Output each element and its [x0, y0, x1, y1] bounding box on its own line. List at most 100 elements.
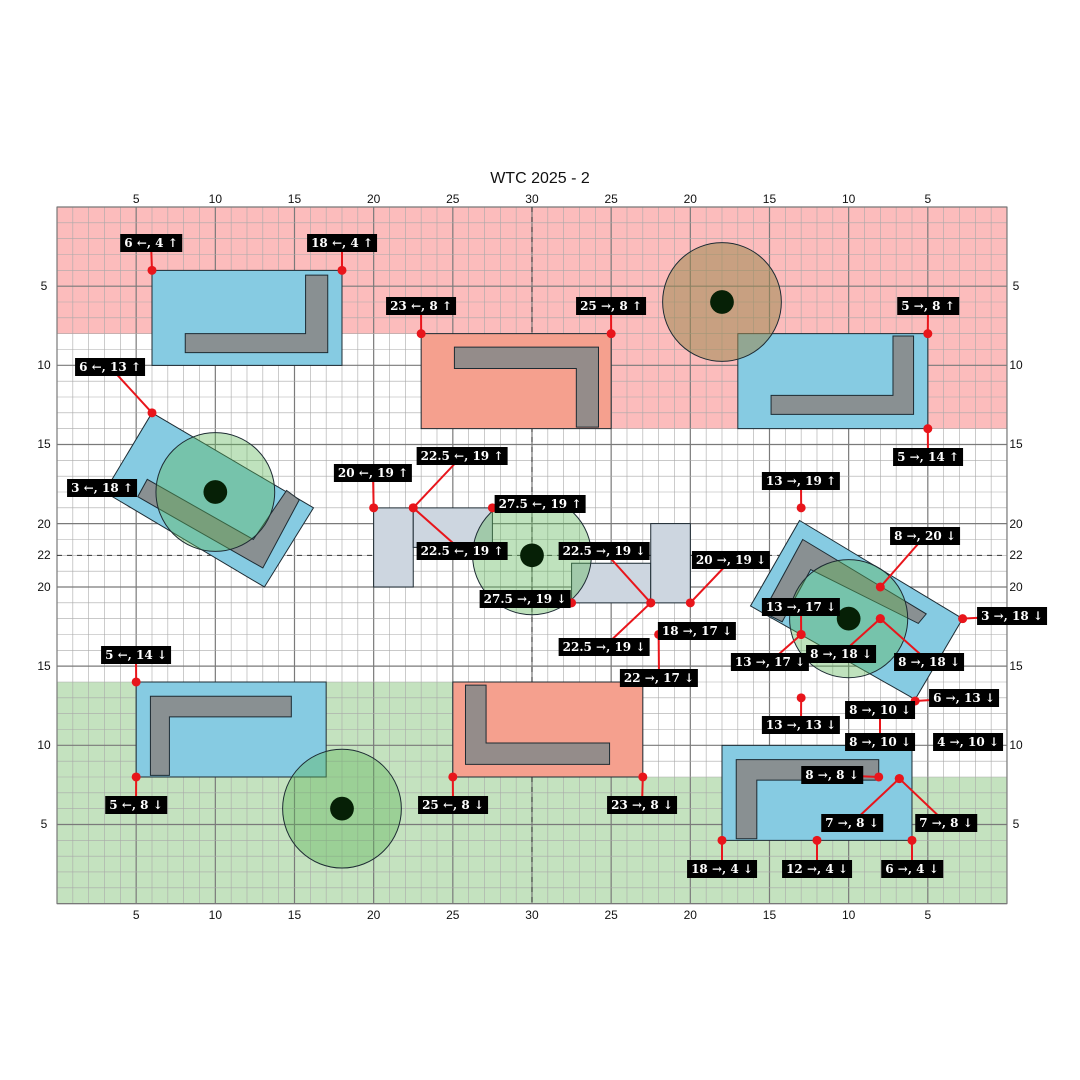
coordinate-label: 12 →, 4 ↓: [782, 860, 852, 878]
l-wall: [453, 346, 599, 428]
coordinate-label: 25 →, 8 ↑: [576, 297, 646, 315]
marker-dot: [812, 835, 822, 845]
coordinate-label: 8 →, 10 ↓: [845, 733, 915, 751]
diagram-title: WTC 2025 - 2: [490, 170, 590, 187]
marker-dot: [958, 614, 968, 624]
axis-tick-label: 25: [604, 908, 618, 922]
axis-tick-label: 15: [1009, 437, 1023, 452]
coordinate-label: 5 →, 14 ↑: [893, 448, 963, 466]
coordinate-label: 6 →, 4 ↓: [881, 860, 943, 878]
axis-tick-label: 20: [683, 908, 697, 922]
coordinate-label: 6 ←, 13 ↑: [75, 358, 145, 376]
axis-tick-label: 5: [40, 817, 48, 832]
coordinate-label: 8 →, 20 ↓: [890, 527, 960, 545]
marker-dot: [147, 408, 157, 418]
axis-tick-label: 10: [208, 908, 223, 922]
axis-tick-label: 22: [37, 548, 51, 563]
axis-tick-label: 30: [525, 908, 539, 922]
axis-tick-label: 15: [1009, 659, 1023, 674]
axis-tick-label: 20: [37, 579, 51, 594]
axis-tick-label: 25: [446, 192, 460, 206]
coordinate-label: 3 →, 18 ↓: [977, 607, 1047, 625]
axis-tick-label: 20: [1009, 579, 1023, 594]
coordinate-label: 22.5 ←, 19 ↑: [416, 542, 508, 560]
axis-tick-label: 15: [37, 437, 51, 452]
coordinate-label: 6 →, 13 ↓: [929, 689, 999, 707]
marker-dot: [796, 629, 806, 639]
axis-tick-label: 20: [366, 192, 381, 206]
coordinate-label: 13 →, 13 ↓: [761, 716, 841, 734]
axis-tick-label: 15: [37, 659, 51, 674]
marker-dot: [606, 329, 616, 339]
marker-dot: [874, 772, 884, 782]
l-wall: [137, 478, 300, 569]
axis-tick-label: 20: [1009, 516, 1023, 531]
coordinate-label: 18 →, 4 ↓: [687, 860, 757, 878]
coordinate-label: 20 →, 19 ↓: [691, 551, 771, 569]
marker-dot: [894, 774, 904, 784]
coordinate-label: 8 →, 10 ↓: [845, 701, 915, 719]
marker-dot: [416, 329, 426, 339]
coordinate-label: 7 →, 8 ↓: [915, 814, 977, 832]
marker-dot: [337, 265, 347, 275]
target-center: [836, 606, 861, 631]
coordinate-label: 22 →, 17 ↓: [619, 669, 699, 687]
axis-tick-label: 10: [208, 192, 223, 206]
axis-tick-label: 25: [446, 908, 460, 922]
coordinate-label: 8 →, 18 ↓: [894, 653, 964, 671]
coordinate-label: 8 →, 8 ↓: [801, 766, 863, 784]
axis-tick-label: 10: [1009, 738, 1023, 753]
coordinate-label: 5 →, 8 ↑: [897, 297, 959, 315]
axis-tick-label: 5: [924, 908, 932, 922]
target-center: [520, 543, 544, 568]
axis-tick-label: 15: [287, 192, 302, 206]
marker-dot: [147, 265, 157, 275]
marker-dot: [369, 503, 379, 513]
l-wall: [464, 684, 611, 765]
marker-dot: [875, 582, 885, 592]
axis-tick-label: 20: [683, 192, 697, 206]
marker-dot: [131, 772, 141, 782]
target-center: [330, 796, 354, 821]
marker-dot: [638, 772, 648, 782]
marker-dot: [646, 598, 656, 608]
coordinate-label: 4 →, 10 ↓: [933, 733, 1003, 751]
marker-dot: [796, 693, 806, 703]
axis-tick-label: 10: [1009, 358, 1023, 373]
coordinate-label: 22.5 →, 19 ↓: [558, 638, 650, 656]
marker-dot: [717, 835, 727, 845]
marker-dot: [796, 503, 806, 513]
coordinate-label: 22.5 ←, 19 ↑: [416, 447, 508, 465]
marker-dot: [131, 677, 141, 687]
axis-tick-label: 22: [1009, 548, 1023, 563]
axis-tick-label: 10: [37, 738, 51, 753]
axis-tick-label: 10: [841, 908, 856, 922]
slate-block: [650, 523, 691, 604]
target-center: [203, 480, 228, 504]
coordinate-label: 8 →, 18 ↓: [806, 645, 876, 663]
coordinate-label: 25 ←, 8 ↓: [418, 796, 488, 814]
coordinate-label: 23 ←, 8 ↑: [386, 297, 456, 315]
axis-tick-label: 5: [924, 192, 932, 206]
axis-tick-label: 20: [37, 516, 51, 531]
marker-dot: [923, 329, 933, 339]
axis-tick-label: 20: [366, 908, 381, 922]
marker-dot: [448, 772, 458, 782]
coordinate-label: 3 ←, 18 ↑: [67, 479, 137, 497]
coordinate-label: 5 ←, 14 ↓: [101, 646, 171, 664]
axis-tick-label: 5: [132, 908, 140, 922]
marker-dot: [875, 614, 885, 624]
coordinate-label: 18 →, 17 ↓: [657, 622, 737, 640]
coordinate-label: 20 ←, 19 ↑: [333, 464, 413, 482]
slate-block: [373, 507, 414, 588]
axis-tick-label: 5: [1012, 817, 1020, 832]
l-wall: [770, 335, 915, 415]
axis-tick-label: 15: [287, 908, 302, 922]
axis-tick-label: 5: [1012, 279, 1020, 294]
axis-tick-label: 30: [525, 192, 539, 206]
coordinate-label: 23 →, 8 ↓: [607, 796, 677, 814]
l-wall: [149, 695, 292, 776]
marker-dot: [907, 835, 917, 845]
